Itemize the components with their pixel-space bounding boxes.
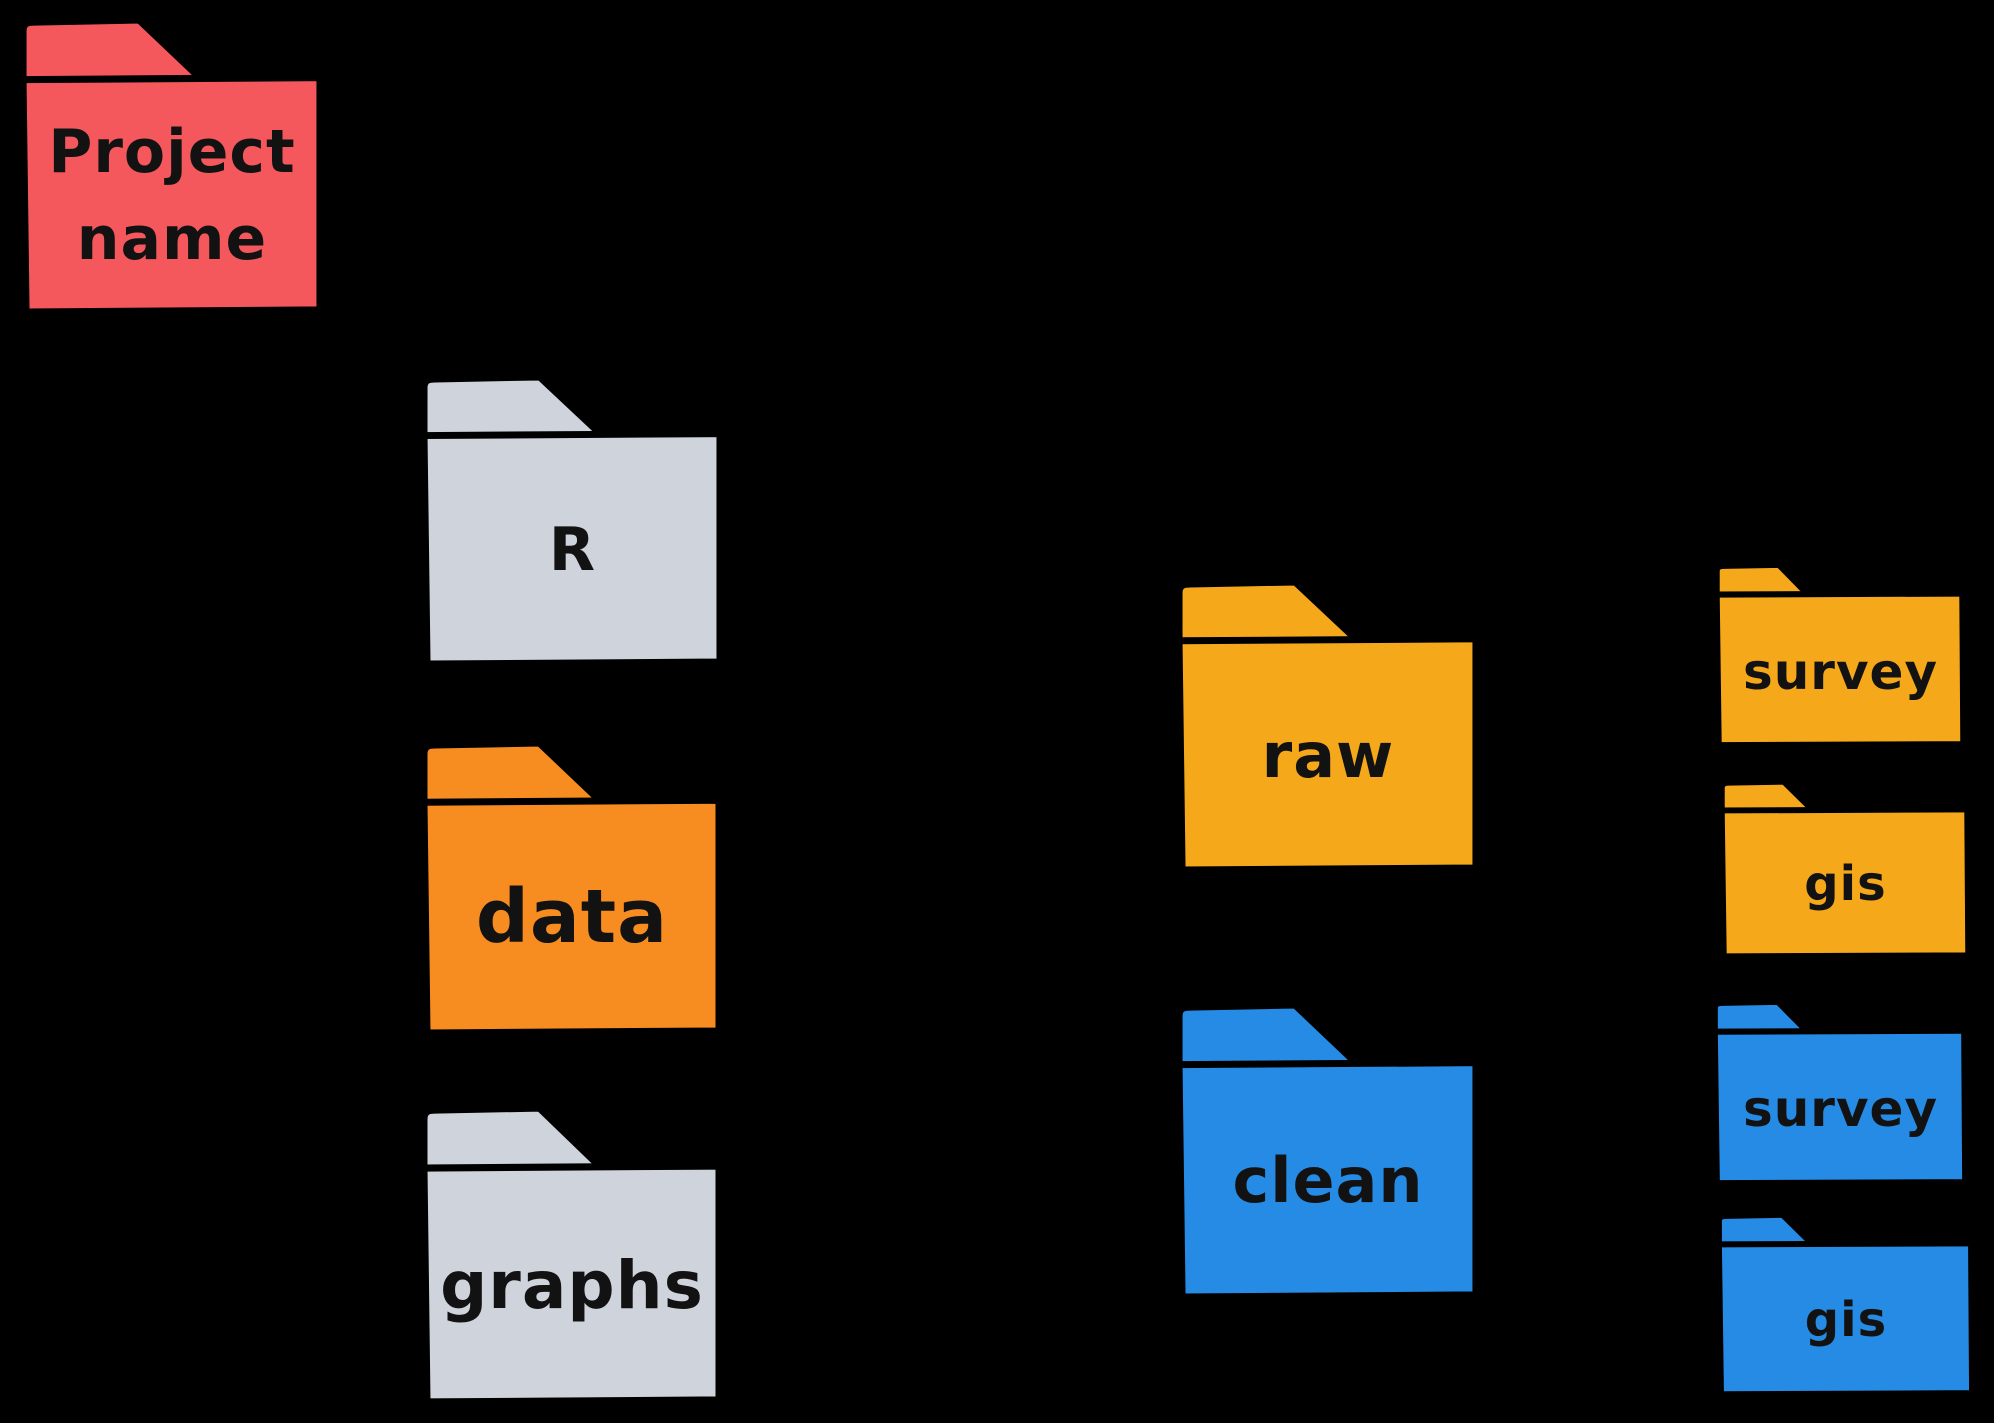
folder-tab-separator xyxy=(419,1162,726,1172)
graphs-folder: graphs xyxy=(419,1106,726,1404)
raw-folder-shape xyxy=(1174,580,1483,872)
folder-silhouette xyxy=(422,1106,721,1404)
folder-tab-separator xyxy=(1174,635,1483,645)
folder-silhouette xyxy=(21,18,322,314)
raw-folder: raw xyxy=(1174,580,1483,872)
folder-silhouette xyxy=(1177,580,1478,872)
gis-raw-folder: gis xyxy=(1718,778,1973,959)
survey-clean-folder-shape xyxy=(1711,999,1970,1186)
gis-clean-folder-shape xyxy=(1715,1212,1977,1397)
r-folder-shape xyxy=(419,375,727,666)
survey-raw-folder: survey xyxy=(1713,561,1968,748)
project-name-folder-shape xyxy=(18,18,327,314)
survey-clean-folder: survey xyxy=(1711,998,1970,1186)
survey-raw-folder-shape xyxy=(1713,562,1968,748)
clean-folder: clean xyxy=(1174,1003,1483,1299)
r-folder: R xyxy=(419,375,727,666)
folder-tab-separator xyxy=(1713,590,1968,598)
folder-tab-separator xyxy=(1715,1240,1977,1248)
gis-clean-folder: gis xyxy=(1715,1211,1977,1397)
gis-raw-folder-shape xyxy=(1718,779,1973,959)
folder-silhouette xyxy=(422,741,721,1035)
folder-tab-separator xyxy=(1174,1059,1483,1069)
folder-tab-separator xyxy=(18,74,327,84)
folder-tab-separator xyxy=(1718,806,1973,814)
data-folder-shape xyxy=(419,741,726,1035)
folder-tab-separator xyxy=(1711,1027,1970,1035)
clean-folder-shape xyxy=(1174,1003,1483,1299)
graphs-folder-shape xyxy=(419,1106,726,1404)
folder-silhouette xyxy=(422,375,722,666)
folder-tab-separator xyxy=(419,430,727,440)
data-folder: data xyxy=(419,741,726,1035)
folder-tab-separator xyxy=(419,796,726,806)
folder-silhouette xyxy=(1177,1003,1478,1299)
